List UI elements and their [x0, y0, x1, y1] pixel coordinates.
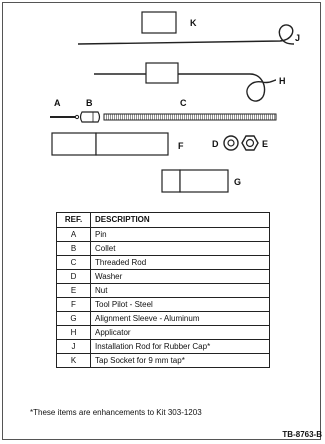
ref-cell: A: [56, 227, 91, 242]
ref-column-header: REF.: [56, 212, 91, 228]
ref-cell: B: [56, 241, 91, 256]
installation-rod-j: J: [77, 24, 300, 45]
callout-k: K: [190, 18, 197, 28]
ref-cell: E: [56, 283, 91, 298]
parts-illustration: K J H A B C F D: [50, 11, 300, 193]
callout-b: B: [86, 98, 93, 108]
description-column-header: DESCRIPTION: [90, 212, 270, 228]
tap-socket-k: K: [141, 11, 197, 34]
ref-cell: D: [56, 269, 91, 284]
parts-table-header: REF. DESCRIPTION: [56, 212, 270, 228]
callout-c: C: [180, 98, 187, 108]
description-cell: Installation Rod for Rubber Cap*: [90, 339, 270, 354]
description-cell: Tool Pilot - Steel: [90, 297, 270, 312]
collet-b: B: [79, 98, 101, 123]
threaded-rod-c: C: [103, 98, 277, 121]
washer-d: D: [212, 135, 239, 151]
callout-h: H: [279, 76, 286, 86]
document-code: TB-8763-B: [282, 430, 322, 439]
description-cell: Tap Socket for 9 mm tap*: [90, 353, 270, 368]
description-cell: Nut: [90, 283, 270, 298]
callout-e: E: [262, 139, 268, 149]
callout-f: F: [178, 141, 184, 151]
ref-cell: G: [56, 311, 91, 326]
description-cell: Alignment Sleeve - Aluminum: [90, 311, 270, 326]
ref-cell: H: [56, 325, 91, 340]
callout-j: J: [295, 33, 300, 43]
ref-cell: J: [56, 339, 91, 354]
ref-cell: F: [56, 297, 91, 312]
ref-cell: K: [56, 353, 91, 368]
callout-g: G: [234, 177, 241, 187]
callout-a: A: [54, 98, 61, 108]
applicator-h: H: [94, 62, 286, 102]
callout-d: D: [212, 139, 219, 149]
description-cell: Collet: [90, 241, 270, 256]
description-cell: Threaded Rod: [90, 255, 270, 270]
alignment-sleeve-g: G: [161, 169, 241, 193]
nut-e: E: [241, 135, 268, 151]
tool-pilot-f: F: [51, 132, 184, 156]
footnote: *These items are enhancements to Kit 303…: [30, 408, 202, 417]
description-cell: Pin: [90, 227, 270, 242]
description-cell: Applicator: [90, 325, 270, 340]
ref-cell: C: [56, 255, 91, 270]
description-cell: Washer: [90, 269, 270, 284]
pin-a: A: [50, 98, 80, 120]
